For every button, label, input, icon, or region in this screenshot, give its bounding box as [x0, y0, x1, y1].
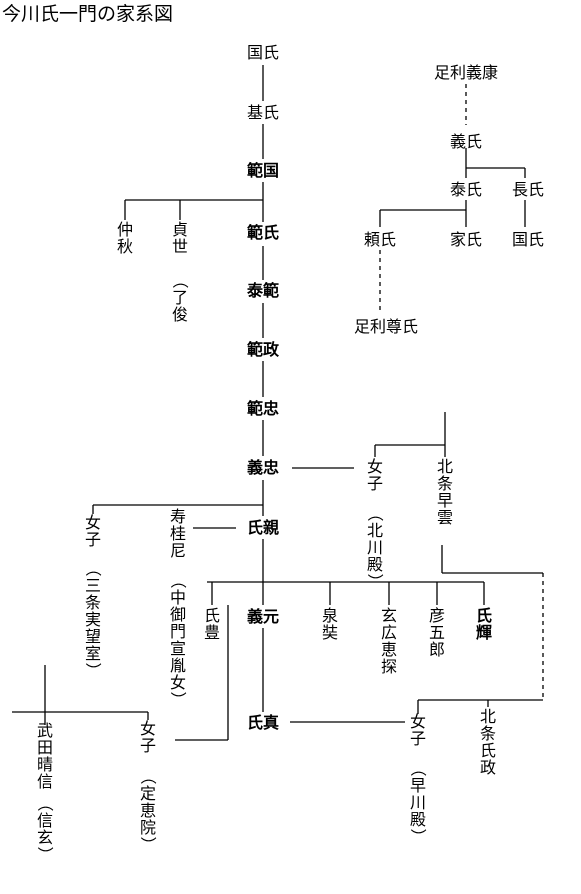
node-hojo-soun: 北条早雲 — [436, 457, 453, 527]
node-woman-sanjo: 女子 — [84, 513, 101, 549]
node-chushu: 仲秋 — [116, 220, 133, 256]
node-woman-hayakawa: 女子 — [409, 712, 426, 748]
node-motouji: 基氏 — [247, 103, 280, 122]
node-ujizane: 氏真 — [247, 713, 280, 732]
node-takeda-note: （信玄） — [35, 795, 55, 863]
node-norimasa: 範政 — [247, 340, 280, 359]
node-yasunori: 泰範 — [247, 281, 280, 300]
node-woman-hayakawa-note: （早川殿） — [408, 760, 428, 845]
node-woman-kitagawa-note: （北川殿） — [365, 505, 385, 590]
node-hikogoro: 彦五郎 — [428, 606, 445, 659]
node-ujichika: 氏親 — [247, 518, 280, 537]
node-ashikaga-takauji: 足利尊氏 — [354, 317, 419, 336]
node-woman-kitagawa: 女子 — [366, 457, 383, 493]
node-woman-jokei-note: （定恵院） — [138, 768, 158, 853]
node-woman-sanjo-note: （三条実望室） — [83, 560, 103, 679]
node-kuniuji: 国氏 — [247, 43, 280, 62]
node-woman-jokei: 女子 — [139, 719, 156, 755]
node-ujiteru: 氏輝 — [475, 606, 492, 642]
node-ieuji: 家氏 — [450, 230, 483, 249]
node-jukeini-note: （中御門宣胤女） — [168, 572, 188, 708]
node-sadayo-note: （了俊 — [170, 272, 190, 324]
node-ashikaga-yoshiyasu: 足利義康 — [434, 63, 499, 82]
node-hojo-ujimasa: 北条氏政 — [479, 707, 496, 777]
node-kuniuji2: 国氏 — [512, 230, 545, 249]
node-yoshiuji: 義氏 — [450, 132, 483, 151]
node-yoriuji: 頼氏 — [364, 230, 397, 249]
node-yasuuji: 泰氏 — [450, 180, 483, 199]
node-noritada: 範忠 — [247, 399, 280, 418]
node-norikuni: 範国 — [247, 161, 280, 180]
node-yoshitada: 義忠 — [247, 458, 280, 477]
node-takeda-harunobu: 武田晴信 — [36, 721, 53, 791]
node-ujitoyo: 氏豊 — [203, 606, 220, 642]
node-jukeini: 寿桂尼 — [169, 507, 186, 560]
node-sensho: 泉奘 — [321, 606, 338, 642]
node-nagauji: 長氏 — [512, 180, 545, 199]
node-noriuji: 範氏 — [247, 223, 280, 242]
diagram-title: 今川氏一門の家系図 — [2, 3, 174, 25]
node-genko-etan: 玄広恵探 — [380, 606, 397, 676]
node-yoshimoto: 義元 — [247, 607, 280, 626]
node-sadayo: 貞世 — [171, 220, 188, 256]
